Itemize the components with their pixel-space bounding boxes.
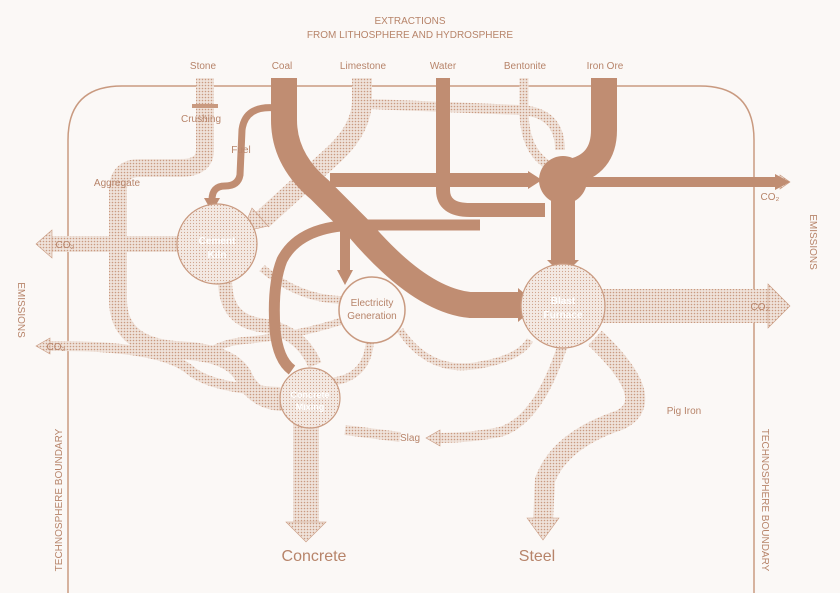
label-fuel: Fuel [231,145,250,156]
arrow-slag [425,429,441,447]
flow-coal-mixing [268,219,480,375]
label-slag: Slag [400,433,420,444]
major-flows [208,78,775,375]
flow-limestone-kiln [255,78,372,228]
concrete-mixing-node [279,367,341,429]
arrow-coal-co2 [528,171,542,189]
flow-blast-slag [439,336,570,443]
label-aggregate: Aggregate [94,178,141,189]
source-water: Water [430,61,457,72]
boundary-label-left: TECHNOSPHERE BOUNDARY [54,428,65,571]
electricity-node [338,276,406,344]
label-crushing: Crushing [181,114,221,125]
label-mixing-2: Mixing [296,402,325,412]
arrow-steel [526,517,560,541]
boundary-label-right: TECHNOSPHERE BOUNDARY [759,429,770,572]
flow-kiln-mixing [218,279,322,369]
arrow-kiln-co2 [35,229,53,259]
flow-stone-aggregate [109,78,286,411]
arrow-mixing-co2 [35,337,51,355]
cement-kiln-node [176,203,258,285]
co2-top: CO₂ [761,192,780,203]
flow-water [436,78,545,217]
flow-mixing-co2 [49,340,281,397]
arrow-hub-co2 [775,174,790,190]
source-coal: Coal [272,61,293,72]
output-concrete: Concrete [282,548,347,565]
emissions-label-left: EMISSIONS [15,282,26,338]
flow-electricity-loop [329,339,374,386]
label-blast-1: Blast [551,296,576,307]
flow-slag-mixing [344,425,401,442]
label-mixing-1: Concrete [290,390,329,400]
flow-electricity-left [197,316,347,363]
blast-furnace-node [520,263,606,349]
label-electricity-2: Generation [347,311,396,322]
arrow-blast-co2 [767,283,791,329]
crushing-box [192,104,218,108]
co2-kiln: CO₂ [56,240,75,251]
flow-bentonite [519,78,551,169]
flow-pig-iron [533,330,646,521]
emissions-label-right: EMISSIONS [807,214,818,270]
header-title-line2: FROM LITHOSPHERE AND HYDROSPHERE [307,30,513,41]
source-stone: Stone [190,61,217,72]
flow-electricity-kiln [259,264,346,304]
co2-mixing: CO₂ [47,342,66,353]
arrow-concrete [285,521,327,543]
technosphere-boundary [67,85,755,593]
label-blast-2: Furnace [544,310,583,321]
co2-blast: CO₂ [751,302,770,313]
label-pig-iron: Pig Iron [667,406,701,417]
header-title-line1: EXTRACTIONS [374,16,445,27]
source-limestone: Limestone [340,61,387,72]
arrow-coal-electricity [337,270,353,285]
label-cement-kiln-1: Cement [199,236,236,247]
source-bentonite: Bentonite [504,61,547,72]
output-steel: Steel [519,548,555,565]
minor-flows [49,78,780,525]
flow-electricity-blast [397,328,534,371]
source-iron-ore: Iron Ore [587,61,624,72]
flow-iron-ore [566,78,617,185]
flow-coal-fuel [208,104,277,201]
hub-node [539,156,587,204]
label-electricity-1: Electricity [351,298,394,309]
label-cement-kiln-2: Kiln [208,250,227,261]
